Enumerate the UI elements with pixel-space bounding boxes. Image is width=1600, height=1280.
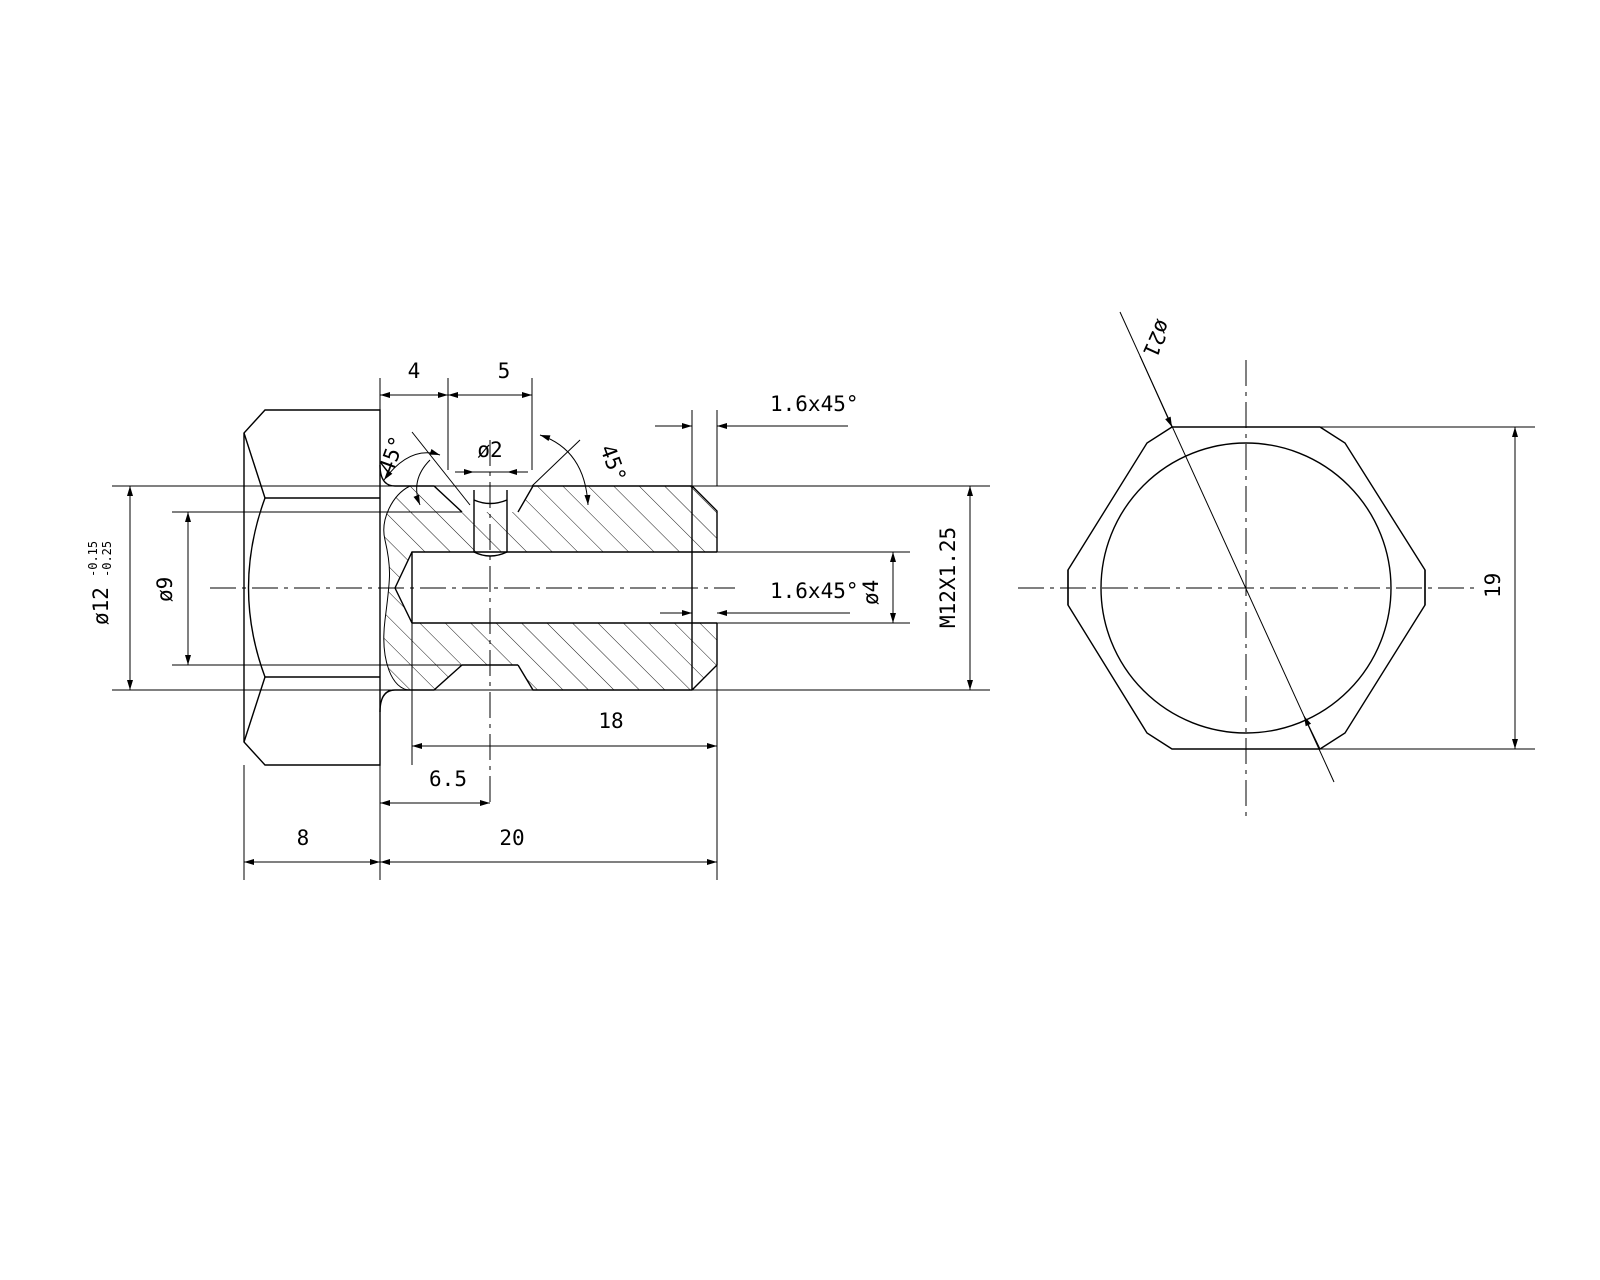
dim-4-label: 4	[408, 359, 421, 383]
dia-21-arrow-bottom	[1303, 715, 1321, 750]
dim-18-label: 18	[598, 709, 623, 733]
angle-right-label: 45°	[595, 442, 631, 486]
dim-8-label: 8	[297, 826, 310, 850]
dia-9-label: ø9	[153, 577, 177, 602]
section-hatching	[372, 486, 717, 690]
thread-circle	[1100, 442, 1392, 734]
angle-arc-left	[383, 448, 441, 481]
hex-flat-bottom	[243, 676, 266, 743]
tol-upper-label: -0.15	[86, 541, 100, 577]
dia-12-tol-group: ø12 -0.15 -0.25	[86, 541, 114, 625]
hex-flat-top	[243, 432, 266, 499]
dim-6-5-label: 6.5	[429, 767, 467, 791]
section-dimensions: 4 5 1.6x45° 45° 45° ø2 ø12 -0.15 -0.25	[86, 359, 990, 880]
angle-arc-right	[539, 434, 591, 506]
dim-5-label: 5	[498, 359, 511, 383]
dia-12-label: ø12	[89, 587, 113, 625]
angle-ref-line	[411, 431, 471, 506]
break-line	[383, 485, 411, 691]
dia-21-label: ø21	[1138, 316, 1175, 360]
angle-ref-line	[531, 439, 581, 487]
dia-4-label: ø4	[859, 580, 883, 605]
dia-2-label: ø2	[477, 438, 502, 462]
dim-19-label: 19	[1481, 573, 1505, 598]
dia-21-arrow-top	[1139, 355, 1173, 428]
chamfer-top-label: 1.6x45°	[770, 392, 859, 416]
angle-arc-left-2	[413, 459, 431, 506]
end-view: ø21 19	[1018, 311, 1535, 820]
hex-arc	[247, 497, 266, 678]
chamfer-inner-label: 1.6x45°	[770, 579, 859, 603]
tol-lower-label: -0.25	[100, 541, 114, 577]
dim-20-label: 20	[499, 826, 524, 850]
thread-label: M12X1.25	[936, 527, 960, 628]
